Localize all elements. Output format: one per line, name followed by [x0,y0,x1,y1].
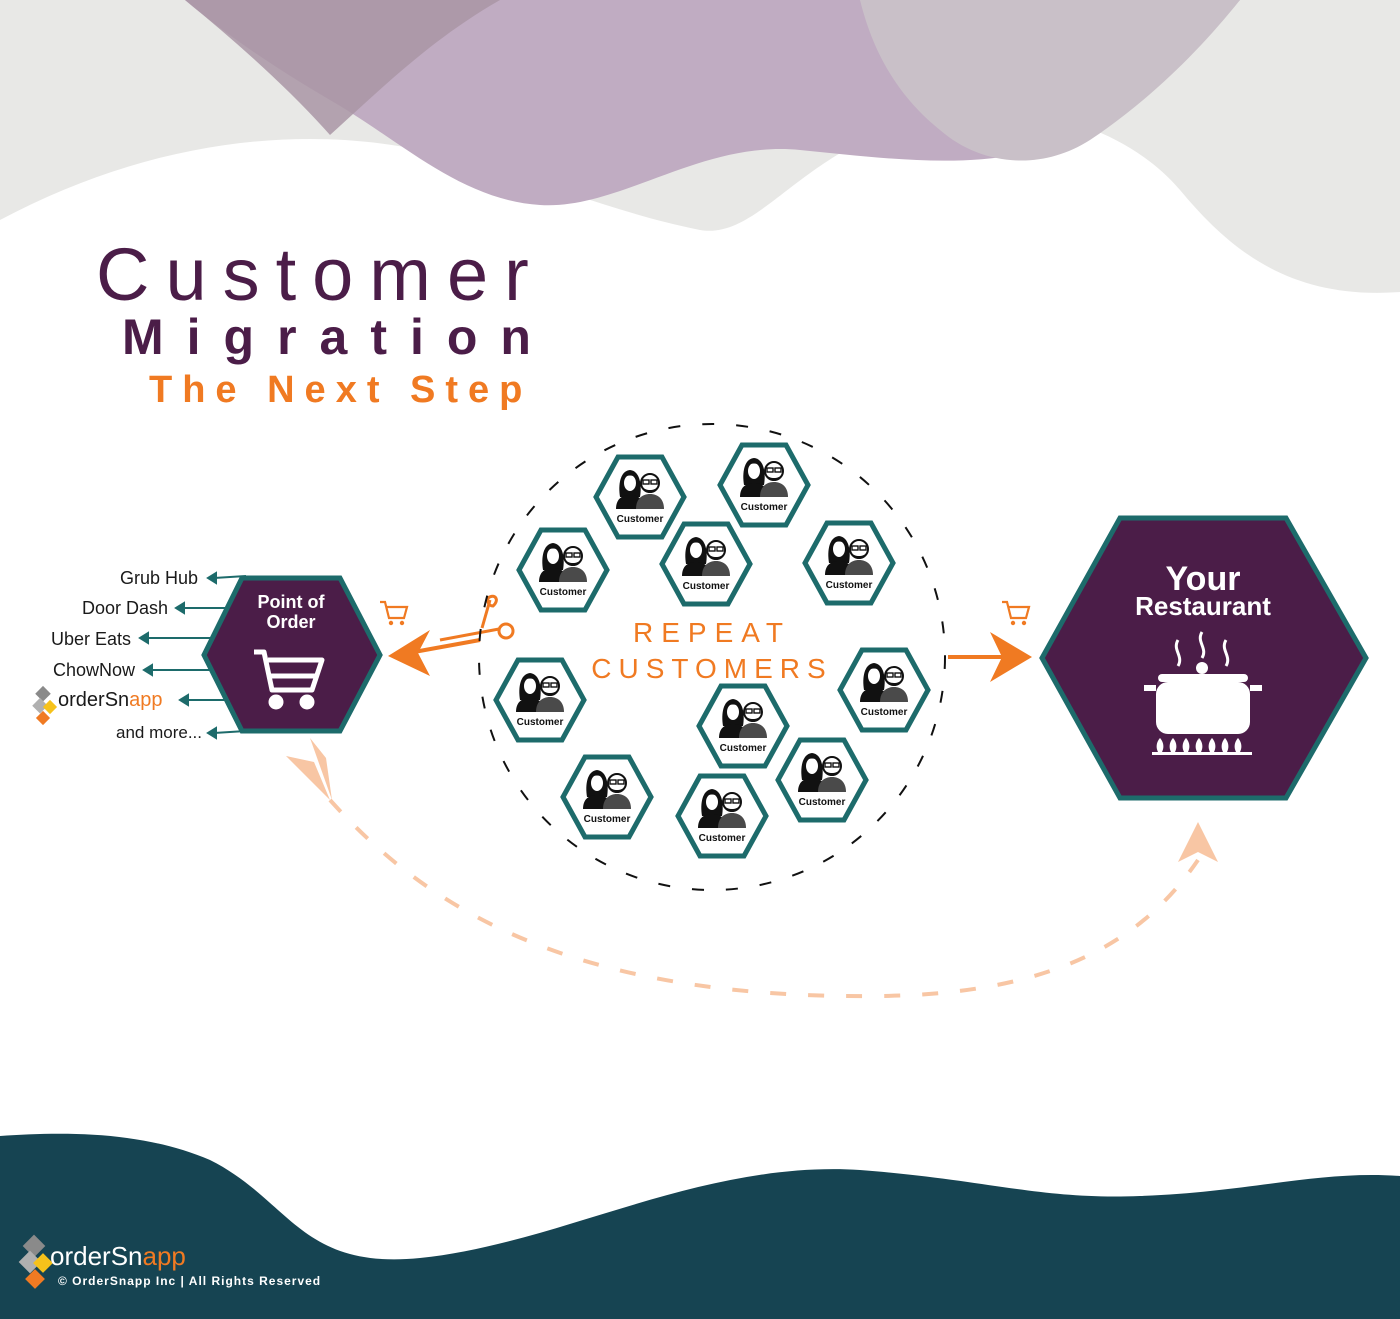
brand-logo-icon [32,685,58,726]
cart-small-icon-right [1000,600,1031,627]
copyright-text: © OrderSnapp Inc | All Rights Reserved [58,1274,321,1288]
scissors-icon [439,594,515,642]
customer-label: Customer [617,514,664,525]
point-of-order-label-line2: Order [266,612,315,632]
customer-node: Customer [675,773,769,859]
customer-label: Customer [584,814,631,825]
repeat-customers-label-line2: CUSTOMERS [591,653,832,684]
repeat-customers-label-line1: REPEAT [633,617,791,648]
customer-node: Customer [802,520,896,606]
point-of-order-label-line1: Point of [258,592,326,612]
platform-ordersnapp: orderSnapp [58,689,163,711]
customer-node: Customer [493,657,587,743]
customer-cluster: Customer Customer Customer Customer Cust… [493,442,931,859]
footer-wave [0,1133,1400,1319]
restaurant-label-line1: Your [1166,560,1241,598]
customer-node: Customer [775,737,869,823]
customer-label: Customer [799,797,846,808]
platform-chownow: ChowNow [53,660,136,680]
title-line2: Migration [122,309,554,365]
customer-label: Customer [517,717,564,728]
customer-node: Customer [659,521,753,607]
platform-list: Grub Hub Door Dash Uber Eats ChowNow ord… [32,568,247,742]
customer-node: Customer [837,647,931,733]
return-path-arrow [286,738,1218,999]
customer-node: Customer [560,754,654,840]
repeat-customers-boundary [478,423,946,891]
customer-label: Customer [826,580,873,591]
restaurant-label-line2: Restaurant [1135,591,1271,621]
customer-node: Customer [516,527,610,613]
platform-grubhub: Grub Hub [120,568,198,588]
customer-label: Customer [741,502,788,513]
platform-more: and more... [116,723,202,742]
customer-node: Customer [717,442,811,528]
title-line1: Customer [96,233,545,316]
point-of-order-node: Point of Order [201,575,383,734]
platform-doordash: Door Dash [82,598,168,618]
customer-label: Customer [540,587,587,598]
customer-label: Customer [683,581,730,592]
customer-label: Customer [861,707,908,718]
cooking-pot-icon [1144,631,1262,755]
your-restaurant-node: Your Restaurant [1039,515,1369,801]
migration-arrow-left [378,594,515,676]
title-line3: The Next Step [149,369,532,411]
customer-label: Customer [699,833,746,844]
footer-brand-name: orderSnapp [50,1241,186,1271]
cart-small-icon-left [378,600,409,627]
top-background-waves [0,0,1400,293]
footer-brand: orderSnapp © OrderSnapp Inc | All Rights… [18,1234,321,1289]
cart-icon [254,649,325,710]
customer-node: Customer [593,454,687,540]
customer-label: Customer [720,743,767,754]
migration-arrow-right [948,600,1032,682]
platform-ubereats: Uber Eats [51,629,131,649]
customer-node: Customer [696,683,790,769]
